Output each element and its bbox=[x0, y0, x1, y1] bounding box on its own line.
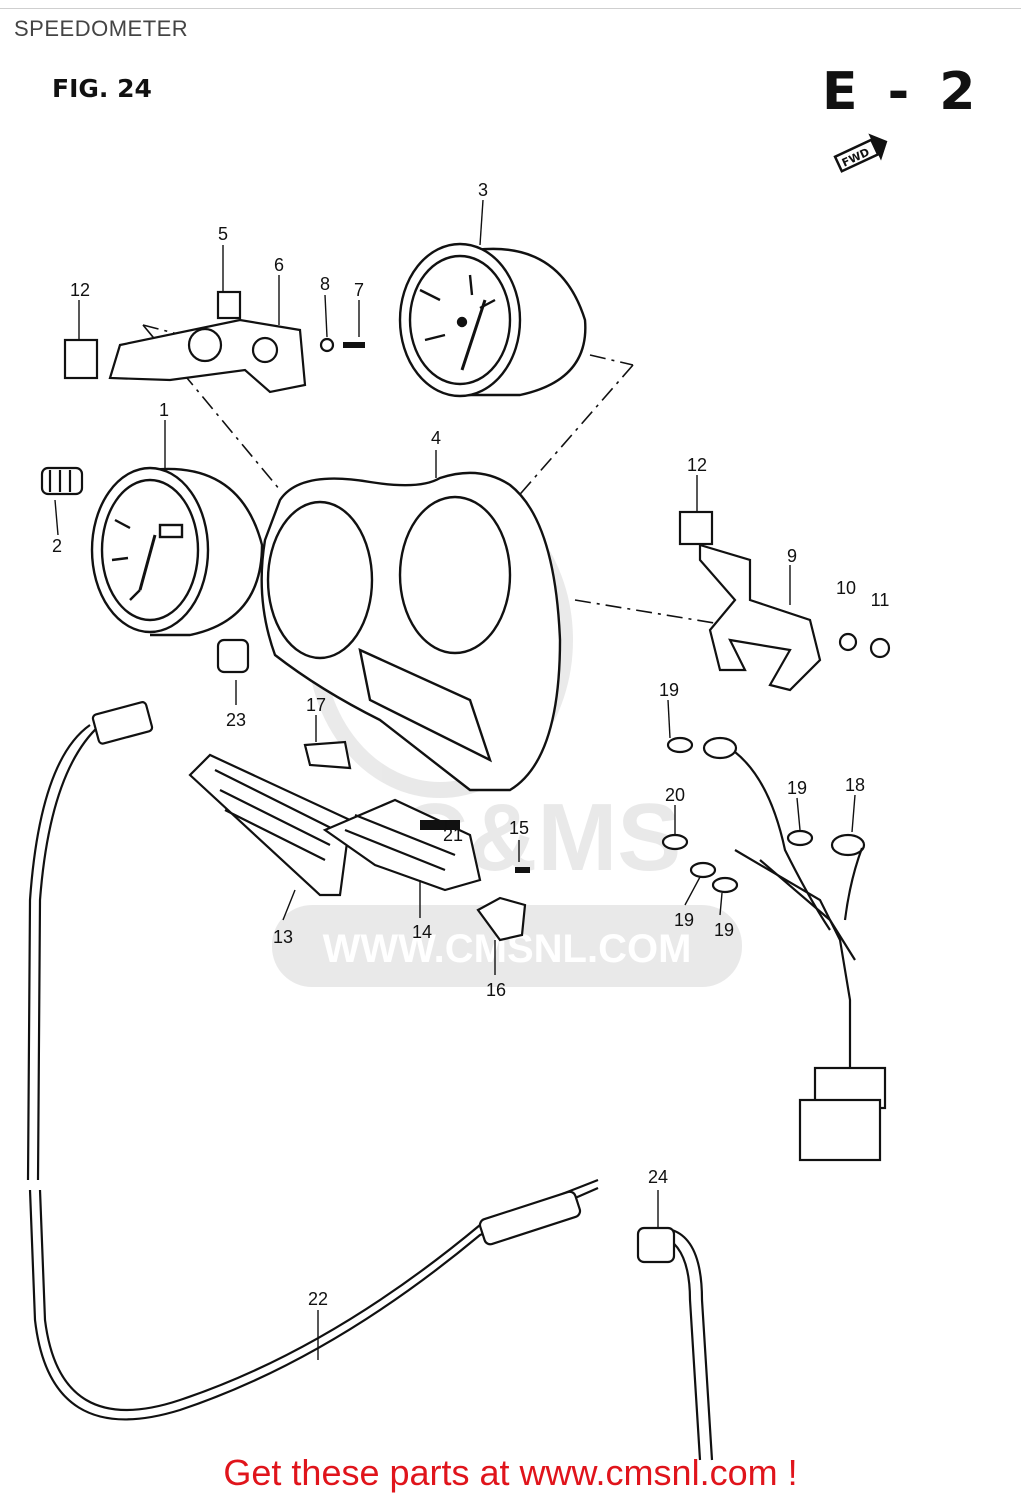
forward-arrow-icon: FWD bbox=[833, 133, 888, 173]
callout-15: 15 bbox=[508, 818, 530, 838]
page-title: SPEEDOMETER bbox=[14, 16, 189, 41]
callout-9: 9 bbox=[786, 546, 798, 566]
callout-11: 11 bbox=[870, 590, 890, 610]
part-23-grommet bbox=[216, 638, 250, 674]
wire-harness bbox=[734, 751, 887, 1162]
callout-18: 18 bbox=[844, 775, 866, 795]
callout-16: 16 bbox=[485, 980, 507, 1000]
part-24-guide bbox=[636, 1226, 714, 1461]
part-11-nut bbox=[869, 637, 891, 659]
part-5-rubber bbox=[216, 290, 242, 320]
part-8-washer bbox=[319, 337, 335, 353]
figure-label: FIG. 24 bbox=[52, 74, 152, 103]
get-parts-link[interactable]: Get these parts at www.cmsnl.com ! bbox=[223, 1452, 798, 1493]
part-19d-bulb bbox=[711, 876, 739, 894]
socket-upper bbox=[702, 736, 738, 760]
callout-14: 14 bbox=[411, 922, 433, 942]
part-13-lens bbox=[188, 753, 352, 897]
callout-21: 21 bbox=[442, 825, 464, 845]
callout-17: 17 bbox=[305, 695, 327, 715]
callout-22: 22 bbox=[307, 1289, 329, 1309]
callout-19-upper: 19 bbox=[658, 680, 680, 700]
callout-12-left: 12 bbox=[69, 280, 91, 300]
callout-10: 10 bbox=[835, 578, 857, 598]
callout-13: 13 bbox=[272, 927, 294, 947]
callout-3: 3 bbox=[477, 180, 489, 200]
callout-19-right: 19 bbox=[786, 778, 808, 798]
part-22-cable bbox=[26, 701, 599, 1421]
callout-2: 2 bbox=[51, 536, 63, 556]
callout-23: 23 bbox=[225, 710, 247, 730]
assembly-line-meter-3b bbox=[589, 354, 634, 366]
top-divider bbox=[0, 8, 1021, 9]
callout-leaders bbox=[54, 199, 856, 1360]
part-6-bracket bbox=[108, 318, 307, 394]
callout-5: 5 bbox=[217, 224, 229, 244]
part-12a-socket bbox=[63, 338, 99, 380]
part-17-clip bbox=[303, 740, 352, 770]
part-12b-socket bbox=[678, 510, 714, 546]
part-19c-bulb bbox=[689, 861, 717, 879]
callout-20: 20 bbox=[664, 785, 686, 805]
callout-4: 4 bbox=[430, 428, 442, 448]
part-18-socket bbox=[830, 833, 866, 857]
part-19a-bulb bbox=[666, 736, 694, 754]
part-4-housing bbox=[260, 471, 562, 792]
model-code: E - 2 bbox=[822, 62, 982, 122]
part-10-washer bbox=[838, 632, 858, 652]
part-1-speedometer bbox=[90, 466, 264, 637]
callout-1: 1 bbox=[158, 400, 170, 420]
callout-19-lower-right: 19 bbox=[713, 920, 735, 940]
part-16-clip bbox=[476, 896, 527, 942]
callout-7: 7 bbox=[353, 280, 365, 300]
part-19b-bulb bbox=[786, 829, 814, 847]
part-9-bracket bbox=[698, 543, 822, 692]
part-3-tachometer bbox=[398, 242, 587, 398]
part-20-bulb bbox=[661, 833, 689, 851]
watermark-banner bbox=[272, 905, 742, 987]
bulb-sockets bbox=[661, 736, 866, 894]
callout-6: 6 bbox=[273, 255, 285, 275]
callout-8: 8 bbox=[319, 274, 331, 294]
callout-24: 24 bbox=[647, 1167, 669, 1187]
part-2-nut bbox=[40, 466, 84, 496]
callout-12-right: 12 bbox=[686, 455, 708, 475]
callout-19-lower-left: 19 bbox=[673, 910, 695, 930]
